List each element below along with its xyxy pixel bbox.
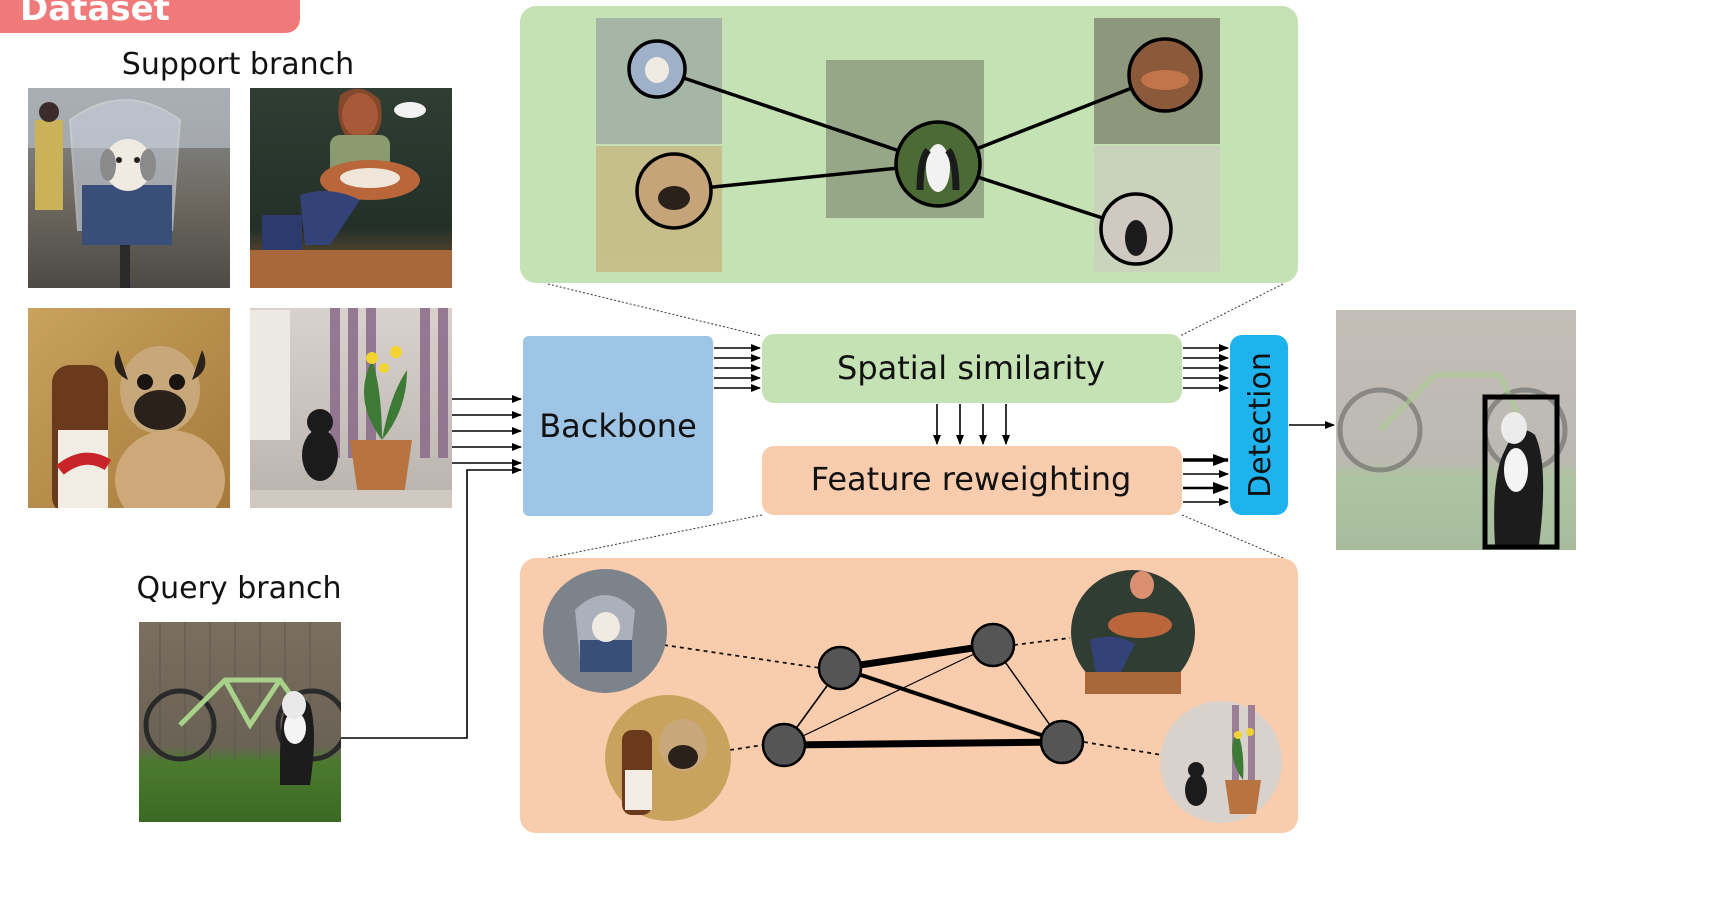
- graph-edges: [783, 641, 1063, 749]
- detection-bounding-box: [1482, 394, 1560, 550]
- region-circle-dog-basket: [627, 39, 687, 99]
- support-image-woman-dog: [250, 88, 452, 288]
- query-image-dog-bicycle: [139, 622, 341, 822]
- backbone-to-spatial-arrows: [714, 344, 761, 392]
- feature-reweighting-label: Feature reweighting: [811, 460, 1132, 498]
- zoom-connector: [547, 283, 763, 337]
- support-image-poodle-plant: [250, 308, 452, 508]
- zoom-connector: [1179, 283, 1284, 337]
- graph-node: [761, 722, 807, 768]
- dataset-tab: Dataset: [0, 0, 300, 33]
- graph-node: [817, 645, 863, 691]
- circle-thumb-dog-basket: [543, 569, 667, 693]
- support-image-pug-bottle: [28, 308, 230, 508]
- zoom-connector: [547, 514, 763, 559]
- graph-node: [970, 622, 1016, 668]
- dataset-tab-label: Dataset: [20, 0, 170, 29]
- spatial-similarity-label: Spatial similarity: [837, 349, 1105, 387]
- query-branch-title: Query branch: [137, 571, 342, 606]
- support-to-backbone-arrows: [452, 395, 522, 467]
- region-circle-woman-dog: [1127, 37, 1203, 113]
- support-image-dog-basket: [28, 88, 230, 288]
- reweighting-to-detection-arrows: [1183, 454, 1229, 506]
- support-branch-title: Support branch: [122, 47, 354, 82]
- spatial-to-reweighting-arrows: [933, 404, 1010, 445]
- zoom-connector: [1181, 514, 1284, 559]
- spatial-similarity-block: Spatial similarity: [762, 334, 1182, 403]
- detection-block: Detection: [1230, 335, 1288, 515]
- feature-reweighting-block: Feature reweighting: [762, 446, 1182, 515]
- spatial-to-detection-arrows: [1183, 344, 1229, 392]
- backbone-block: Backbone: [523, 336, 713, 516]
- output-image-detected-dog: [1336, 310, 1576, 550]
- backbone-label: Backbone: [539, 407, 697, 445]
- query-to-backbone-arrow: [341, 466, 522, 739]
- circle-thumb-pug: [605, 695, 731, 821]
- graph-node: [1039, 719, 1085, 765]
- feature-reweighting-panel: [520, 558, 1298, 833]
- region-circle-pug: [635, 152, 713, 230]
- detection-label: Detection: [1243, 352, 1278, 498]
- region-circle-query-dog: [894, 120, 982, 208]
- circle-thumb-poodle-plant: [1160, 701, 1282, 823]
- spatial-similarity-panel: [520, 6, 1298, 283]
- region-circle-poodle: [1099, 192, 1173, 266]
- image-node-links: [663, 637, 1163, 756]
- circle-thumb-woman-dog: [1071, 570, 1195, 694]
